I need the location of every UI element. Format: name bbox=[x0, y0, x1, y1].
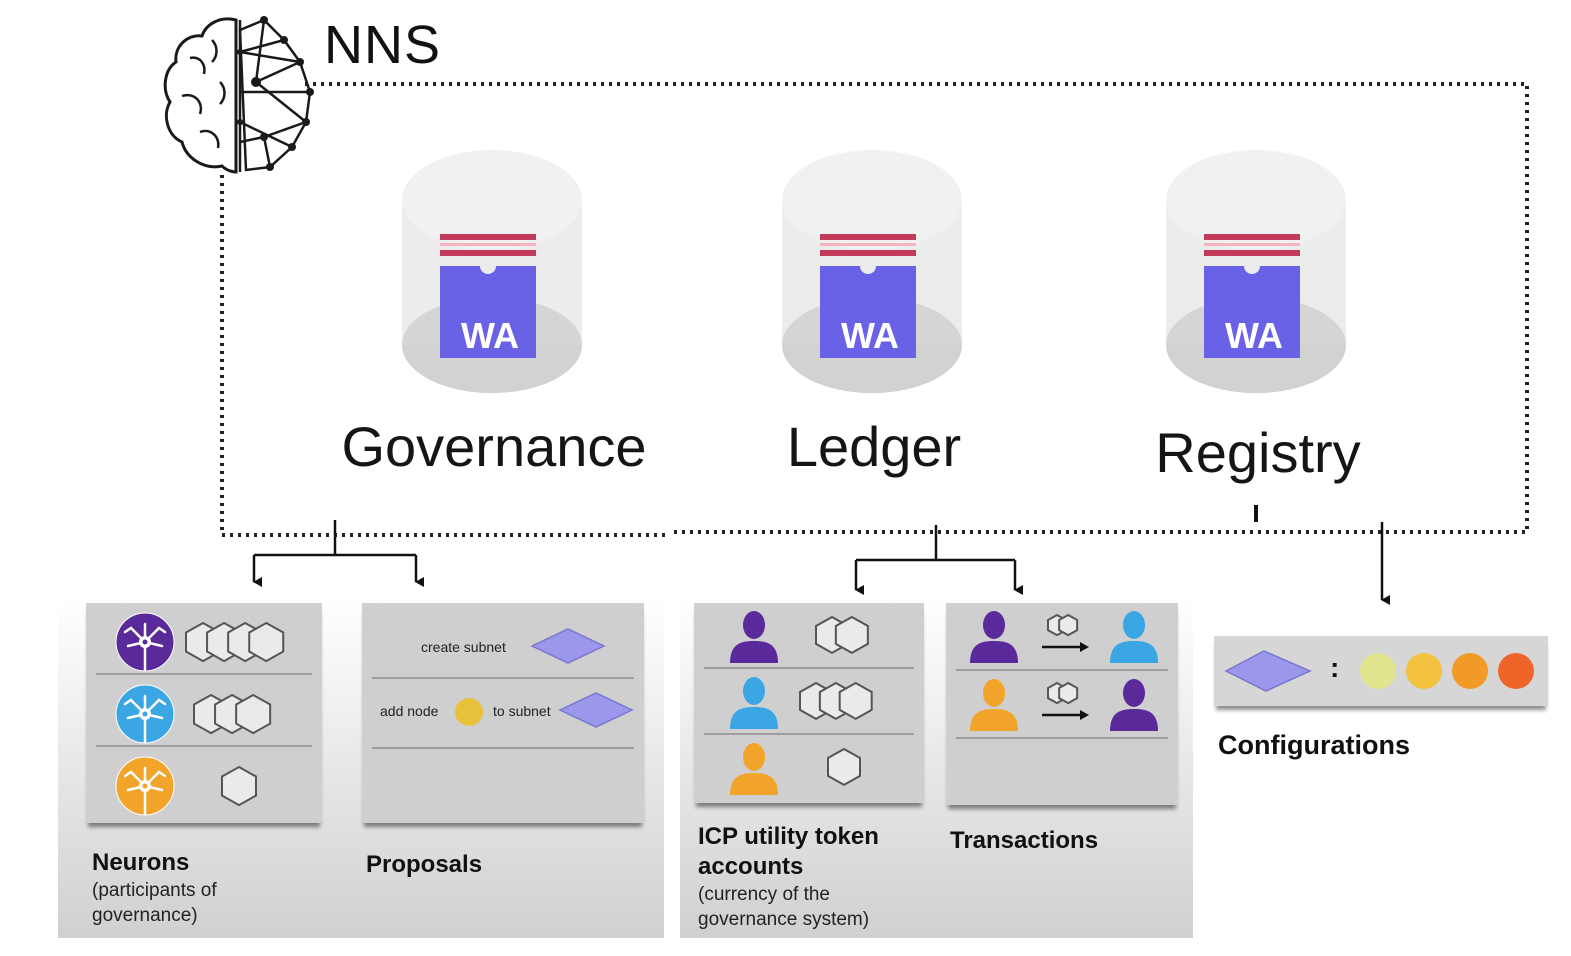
canister-label-ledger: Ledger bbox=[786, 415, 962, 478]
icp-token-icon bbox=[1058, 613, 1079, 637]
account-person-icon bbox=[730, 611, 778, 663]
configurations-title: Configurations bbox=[1218, 730, 1410, 760]
config-values bbox=[1360, 653, 1534, 689]
ledger-connector bbox=[854, 525, 1023, 595]
config-value-dot-icon bbox=[1452, 653, 1488, 689]
neuron-row bbox=[96, 603, 312, 675]
neuron-icon bbox=[115, 612, 175, 672]
neuron-icon bbox=[115, 684, 175, 744]
canister-governance: WA bbox=[392, 140, 592, 410]
icp-token-icon bbox=[827, 747, 861, 786]
neuron-row bbox=[96, 675, 312, 747]
neurons-card bbox=[86, 603, 322, 823]
receiver-person-icon bbox=[1110, 611, 1158, 663]
registry-connector bbox=[1254, 505, 1390, 605]
subnet-diamond-icon bbox=[530, 628, 606, 664]
sender-person-icon bbox=[970, 679, 1018, 731]
icp-token-icon bbox=[1058, 681, 1079, 705]
canister-cylinder-icon: WA bbox=[402, 150, 582, 393]
transfer-arrow-icon bbox=[1042, 642, 1089, 652]
canister-label-registry: Registry bbox=[1155, 421, 1361, 484]
neuron-icon bbox=[115, 756, 175, 816]
subnet-diamond-icon bbox=[558, 692, 634, 728]
icp-token-icon bbox=[248, 621, 285, 663]
neurons-subtitle-2: governance) bbox=[92, 905, 198, 926]
nns-title: NNS bbox=[324, 15, 442, 75]
configurations-card: : bbox=[1214, 636, 1548, 706]
proposals-title: Proposals bbox=[366, 851, 483, 878]
accounts-title-2: accounts bbox=[698, 853, 804, 880]
proposals-card: create subnet add node to subnet bbox=[362, 603, 644, 823]
proposal-row-create-subnet: create subnet bbox=[372, 603, 634, 679]
transactions-card bbox=[946, 603, 1178, 805]
canister-registry: WA bbox=[1156, 140, 1356, 410]
subnet-diamond-icon bbox=[1224, 650, 1312, 692]
wasm-badge-text: WA bbox=[461, 315, 519, 356]
neurons-title: Neurons bbox=[92, 849, 190, 876]
neurons-subtitle-1: (participants of bbox=[92, 880, 217, 901]
account-row bbox=[704, 669, 914, 735]
icp-token-icon bbox=[221, 765, 257, 807]
nns-header: NNS bbox=[160, 12, 480, 182]
transfer-arrow-icon bbox=[1042, 710, 1089, 720]
transactions-title: Transactions bbox=[950, 827, 1099, 854]
config-value-dot-icon bbox=[1406, 653, 1442, 689]
proposal-text-before: add node bbox=[380, 703, 439, 719]
canister-cylinder-icon: WA bbox=[782, 150, 962, 393]
icp-token-icon bbox=[834, 615, 869, 654]
proposal-text: create subnet bbox=[421, 639, 506, 655]
canister-cylinder-icon: WA bbox=[1166, 150, 1346, 393]
node-circle-icon bbox=[455, 698, 483, 726]
config-value-dot-icon bbox=[1498, 653, 1534, 689]
wasm-badge-icon: WA bbox=[1204, 234, 1300, 358]
accounts-title-1: ICP utility token bbox=[698, 823, 879, 850]
transaction-row bbox=[956, 603, 1168, 671]
wasm-badge-text: WA bbox=[841, 315, 899, 356]
canister-ledger: WA bbox=[772, 140, 972, 410]
accounts-subtitle-2: governance system) bbox=[698, 909, 870, 930]
accounts-card bbox=[694, 603, 924, 803]
account-person-icon bbox=[730, 743, 778, 795]
wasm-badge-icon: WA bbox=[440, 234, 536, 358]
proposal-row-add-node: add node to subnet bbox=[372, 679, 634, 749]
canister-label-governance: Governance bbox=[341, 415, 647, 478]
governance-connector bbox=[252, 520, 424, 587]
config-value-dot-icon bbox=[1360, 653, 1396, 689]
proposal-text-after: to subnet bbox=[493, 703, 551, 719]
receiver-person-icon bbox=[1110, 679, 1158, 731]
icp-token-icon bbox=[235, 693, 272, 735]
account-row bbox=[704, 735, 914, 799]
sender-person-icon bbox=[970, 611, 1018, 663]
account-row bbox=[704, 603, 914, 669]
wasm-badge-icon: WA bbox=[820, 234, 916, 358]
account-person-icon bbox=[730, 677, 778, 729]
accounts-subtitle-1: (currency of the bbox=[698, 884, 830, 905]
transaction-row bbox=[956, 671, 1168, 739]
brain-network-icon bbox=[163, 16, 314, 174]
neuron-row bbox=[96, 747, 312, 817]
icp-token-icon bbox=[838, 681, 873, 720]
config-separator: : bbox=[1330, 652, 1340, 683]
wasm-badge-text: WA bbox=[1225, 315, 1283, 356]
